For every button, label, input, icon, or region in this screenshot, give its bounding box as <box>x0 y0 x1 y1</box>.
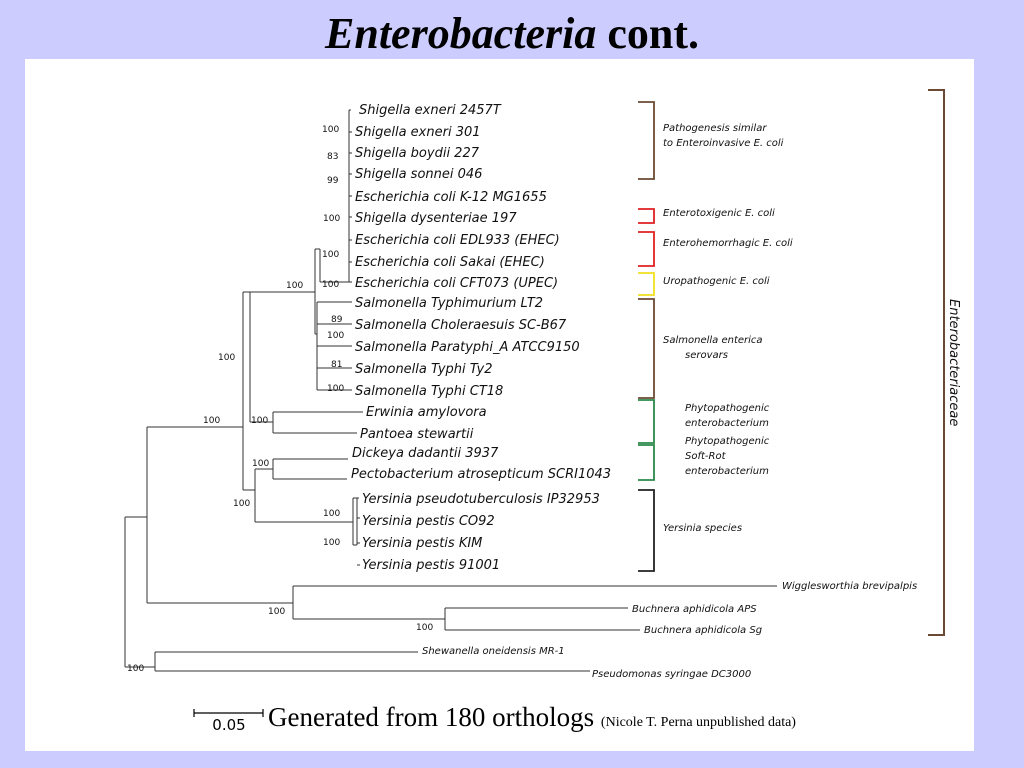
taxon-label: Shigella exneri 301 <box>355 125 481 140</box>
taxon-label: Salmonella Typhi CT18 <box>355 384 503 399</box>
taxon-label: Escherichia coli EDL933 (EHEC) <box>355 233 560 248</box>
group-bracket <box>638 101 655 180</box>
bootstrap-value: 81 <box>331 360 342 370</box>
taxon-label: Shigella sonnei 046 <box>355 167 482 182</box>
group-bracket <box>638 272 655 296</box>
taxon-label: Salmonella Typhimurium LT2 <box>355 296 543 311</box>
group-bracket <box>638 489 655 572</box>
taxon-label: Salmonella Paratyphi_A ATCC9150 <box>355 340 580 355</box>
bootstrap-value: 100 <box>323 214 340 224</box>
bootstrap-value: 89 <box>331 315 343 325</box>
group-bracket <box>638 298 655 399</box>
taxon-label: Yersinia pestis CO92 <box>362 514 495 529</box>
tree-branches <box>124 109 777 672</box>
bootstrap-value: 100 <box>322 280 339 290</box>
group-label: Enterohemorrhagic E. coli <box>663 238 793 249</box>
footnote: Generated from 180 orthologs (Nicole T. … <box>268 702 796 733</box>
taxon-label: Shigella dysenteriae 197 <box>355 211 517 226</box>
taxa-labels: Shigella exneri 2457T Shigella exneri 301… <box>351 103 917 680</box>
slide-title-italic: Enterobacteria <box>325 9 597 58</box>
bootstrap-labels: 100 83 99 100 100 100 100 89 100 81 100 100 100 100 10… <box>127 125 433 674</box>
taxon-label: Salmonella Choleraesuis SC-B67 <box>355 318 567 333</box>
bootstrap-value: 100 <box>252 459 269 469</box>
bootstrap-value: 100 <box>127 664 144 674</box>
bootstrap-value: 100 <box>323 538 340 548</box>
bootstrap-value: 100 <box>327 331 344 341</box>
bootstrap-value: 100 <box>327 384 344 394</box>
taxon-label: Buchnera aphidicola APS <box>632 604 757 615</box>
taxon-label: Buchnera aphidicola Sg <box>644 625 762 636</box>
phylogenetic-tree: Shigella exneri 2457T Shigella exneri 301… <box>124 89 961 734</box>
taxon-label: Dickeya dadantii 3937 <box>352 446 499 461</box>
taxon-label: Erwinia amylovora <box>366 405 487 420</box>
taxon-label: Shigella boydii 227 <box>355 146 480 161</box>
taxon-label: Pseudomonas syringae DC3000 <box>592 669 751 680</box>
tree-panel: Shigella exneri 2457T Shigella exneri 301… <box>25 59 974 751</box>
bootstrap-value: 100 <box>286 281 303 291</box>
bootstrap-value: 100 <box>268 607 285 617</box>
taxon-label: Yersinia pseudotuberculosis IP32953 <box>362 492 600 507</box>
slide-title: Enterobacteria cont. <box>0 8 1024 59</box>
taxon-label: Escherichia coli K-12 MG1655 <box>355 190 547 205</box>
taxon-label: Yersinia pestis KIM <box>362 536 482 551</box>
bootstrap-value: 99 <box>327 176 339 186</box>
footnote-sub: (Nicole T. Perna unpublished data) <box>600 715 796 730</box>
bootstrap-value: 100 <box>416 623 433 633</box>
group-bracket <box>638 399 655 444</box>
slide-title-rest: cont. <box>596 9 699 58</box>
taxon-label: Pectobacterium atrosepticum SCRI1043 <box>351 467 611 482</box>
taxon-label: Shigella exneri 2457T <box>359 103 502 118</box>
group-label: Uropathogenic E. coli <box>663 276 770 287</box>
footnote-main: Generated from 180 orthologs <box>268 702 595 732</box>
svg-text:Enterobacteriaceae: Enterobacteriaceae <box>946 299 961 426</box>
bootstrap-value: 100 <box>251 416 268 426</box>
group-bracket <box>638 444 655 481</box>
taxon-label: Escherichia coli Sakai (EHEC) <box>355 255 545 270</box>
family-bracket: Enterobacteriaceae <box>928 89 961 636</box>
taxon-label: Escherichia coli CFT073 (UPEC) <box>355 276 558 291</box>
bootstrap-value: 100 <box>203 416 220 426</box>
group-label: Yersinia species <box>663 523 742 534</box>
bootstrap-value: 100 <box>322 125 339 135</box>
taxon-label: Salmonella Typhi Ty2 <box>355 362 493 377</box>
taxon-label: Shewanella oneidensis MR-1 <box>422 646 565 657</box>
scale-bar: 0.05 <box>193 709 264 734</box>
taxon-label: Yersinia pestis 91001 <box>362 558 500 573</box>
group-bracket <box>638 231 655 267</box>
group-bracket <box>638 208 655 224</box>
taxon-label: Pantoea stewartii <box>360 427 474 442</box>
svg-text:0.05: 0.05 <box>212 716 245 734</box>
bootstrap-value: 100 <box>233 499 250 509</box>
group-label: Enterotoxigenic E. coli <box>663 208 775 219</box>
bootstrap-value: 100 <box>218 353 235 363</box>
taxon-label: Wigglesworthia brevipalpis <box>782 581 917 592</box>
bootstrap-value: 100 <box>323 509 340 519</box>
bootstrap-value: 83 <box>327 152 338 162</box>
bootstrap-value: 100 <box>322 250 339 260</box>
